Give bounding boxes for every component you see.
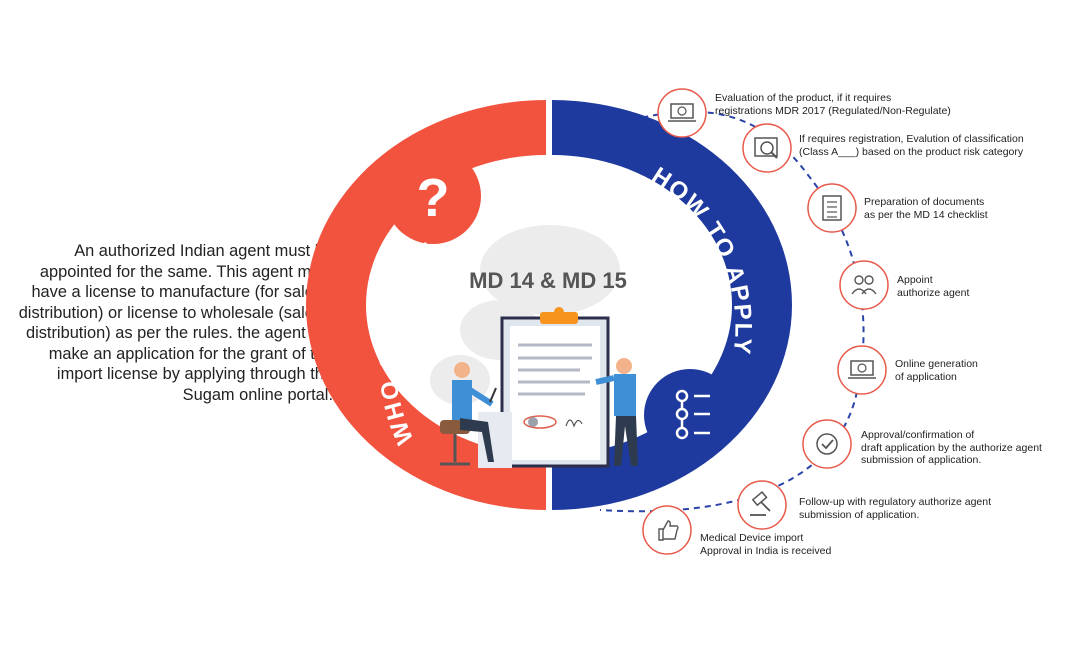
document-icon — [822, 195, 842, 221]
agents-icon — [851, 275, 877, 295]
center-title: MD 14 & MD 15 — [469, 268, 627, 293]
question-mark: ? — [417, 168, 450, 228]
step-1-badge — [657, 88, 707, 138]
step-7-label: Follow-up with regulatory authorize agen… — [799, 496, 991, 521]
thumbs-up-icon — [658, 520, 679, 541]
step-8-line: Medical Device import — [700, 532, 804, 544]
list-bubble — [644, 369, 736, 461]
step-6-line: draft application by the authorize agent — [861, 441, 1042, 454]
standing-person-illustration — [595, 358, 638, 466]
clipboard-illustration — [500, 307, 610, 468]
step-8-line: Approval in India is received — [700, 544, 832, 557]
step-8-badge — [642, 505, 692, 555]
step-4-badge — [839, 260, 889, 310]
step-7-line: submission of application. — [799, 508, 920, 521]
step-3-badge — [807, 183, 857, 233]
step-7-badge — [737, 480, 787, 530]
check-icon — [816, 433, 838, 455]
step-7-line: Follow-up with regulatory authorize agen… — [799, 496, 992, 508]
step-5-line: of application — [895, 370, 957, 383]
step-6-line: Approval/confirmation of — [861, 429, 975, 441]
gavel-icon — [750, 491, 771, 516]
step-1-label: Evaluation of the product, if it require… — [715, 92, 951, 117]
step-6-line: submission of application. — [861, 454, 982, 466]
step-2-line: (Class A___) based on the product risk c… — [799, 145, 1024, 158]
step-4-line: authorize agent — [897, 286, 970, 299]
list-icon — [675, 389, 710, 440]
step-1-line: Evaluation of the product, if it require… — [715, 92, 892, 104]
step-2-badge — [742, 123, 792, 173]
laptop-icon — [848, 360, 876, 379]
laptop-search-icon — [668, 103, 696, 122]
step-3-line: Preparation of documents — [864, 196, 985, 208]
step-6-badge — [802, 419, 852, 469]
step-2-label: If requires registration, Evalution of c… — [799, 133, 1024, 158]
sitting-person-illustration — [440, 362, 512, 468]
question-bubble — [385, 148, 481, 244]
step-5-badge — [837, 345, 887, 395]
description-text: An authorized Indian agent must be appoi… — [18, 242, 333, 404]
step-1-line: registrations MDR 2017 (Regulated/Non-Re… — [715, 104, 951, 117]
step-5-line: Online generation — [895, 358, 978, 370]
step-4-line: Appoint — [897, 274, 933, 286]
step-2-line: If requires registration, Evalution of c… — [799, 133, 1024, 145]
watermark-emblem — [430, 225, 620, 405]
who-can-apply-half-ring — [306, 100, 546, 510]
magnifier-icon — [754, 137, 778, 159]
step-3-line: as per the MD 14 checklist — [864, 208, 988, 221]
